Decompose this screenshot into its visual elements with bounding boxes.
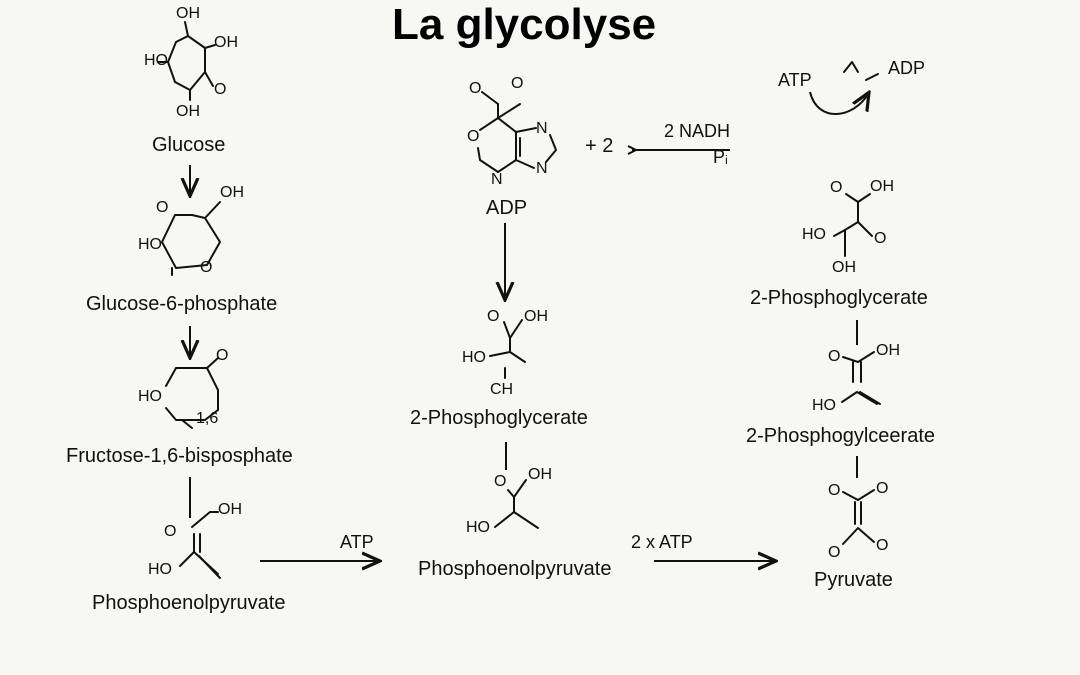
pep-mid-atom-ho: HO — [466, 519, 490, 536]
pyruvate-structure — [842, 489, 875, 545]
pyruvate-atom-o-left: O — [828, 482, 841, 499]
f16bp-atom-ho: HO — [138, 388, 162, 405]
glucose-atom-oh-top: OH — [176, 5, 200, 22]
pg-right-structure — [833, 193, 873, 257]
pg-right-atom-o: O — [830, 179, 843, 196]
pg-right-atom-ho: HO — [802, 226, 826, 243]
pi-label: Pᵢ — [713, 147, 728, 167]
f16bp-label: Fructose-1,6-bisposphate — [66, 445, 293, 467]
atp-bottom-label: ATP — [340, 532, 374, 552]
f16bp-structure — [165, 357, 219, 429]
g6p-atom-oh: OH — [220, 184, 244, 201]
pep-left-atom-o: O — [164, 523, 177, 540]
pg-right2-atom-o: O — [828, 348, 841, 365]
pg-right2-label: 2-Phosphogylceerate — [746, 425, 936, 447]
pg-mid-atom-oh: OH — [524, 308, 548, 325]
glucose-atom-ho: HO — [144, 52, 168, 69]
pg-right2-atom-ho: HO — [812, 397, 836, 414]
atp-top-label: ATP — [778, 70, 812, 90]
adp-atom-n-right: N — [536, 160, 548, 177]
adp-atom-n-bottom: N — [491, 171, 503, 188]
pg-right2-atom-oh: OH — [876, 342, 900, 359]
pep-left-label: Phosphoenolpyruvate — [92, 592, 286, 614]
adp-label: ADP — [486, 197, 528, 219]
reaction-arrows — [190, 61, 879, 561]
pyruvate-atom-o-right: O — [876, 480, 889, 497]
pyruvate-atom-o-bottom-left: O — [828, 544, 841, 561]
g6p-atom-o-bottom: O — [200, 259, 213, 276]
glucose-atom-oh-right: OH — [214, 34, 238, 51]
adp-atom-o-left: O — [469, 80, 482, 97]
pg-right-label: 2-Phosphoglycerate — [750, 287, 928, 309]
adp-top-label: ADP — [888, 58, 926, 78]
pg-right2-structure — [841, 351, 881, 405]
g6p-atom-o-top: O — [156, 199, 169, 216]
pg-right-atom-oh: OH — [870, 178, 894, 195]
pg-mid-atom-ho: HO — [462, 349, 486, 366]
pep-mid-atom-oh: OH — [528, 466, 552, 483]
glucose-atom-o: O — [214, 81, 227, 98]
g6p-structure — [161, 201, 221, 276]
plus-two-label: + 2 — [585, 135, 614, 157]
g6p-label: Glucose-6-phosphate — [86, 293, 278, 315]
g6p-atom-ho: HO — [138, 236, 162, 253]
pep-left-structure — [179, 511, 221, 579]
f16bp-atom-o: O — [216, 347, 229, 364]
pep-left-atom-ho: HO — [148, 561, 172, 578]
pyruvate-atom-o-bottom-right: O — [876, 537, 889, 554]
f16bp-atom-16: 1,6 — [196, 410, 219, 427]
pg-right-atom-oh-bottom: OH — [832, 259, 856, 276]
glucose-structure — [157, 21, 216, 101]
pg-right-atom-o-ring: O — [874, 230, 887, 247]
pg-mid-structure — [489, 319, 526, 379]
adp-atom-n-top: N — [536, 120, 548, 137]
glucose-atom-oh-bottom: OH — [176, 103, 200, 120]
page-title: La glycolyse — [392, 0, 657, 49]
pg-mid-label: 2-Phosphoglycerate — [410, 407, 588, 429]
glucose-label: Glucose — [152, 134, 226, 156]
pep-mid-label: Phosphoenolpyruvate — [418, 558, 612, 580]
two-atp-label: 2 x ATP — [631, 532, 693, 552]
adp-atom-o-right: O — [511, 75, 524, 92]
pep-mid-structure — [494, 479, 539, 529]
pyruvate-label: Pyruvate — [814, 569, 893, 591]
nadh-label: 2 NADH — [664, 121, 731, 141]
adp-structure — [477, 91, 557, 173]
pep-mid-atom-o: O — [494, 473, 507, 490]
pg-mid-atom-o: O — [487, 308, 500, 325]
adp-atom-o-ring: O — [467, 128, 480, 145]
pg-mid-atom-ch: CH — [490, 381, 514, 398]
pep-left-atom-oh: OH — [218, 501, 242, 518]
